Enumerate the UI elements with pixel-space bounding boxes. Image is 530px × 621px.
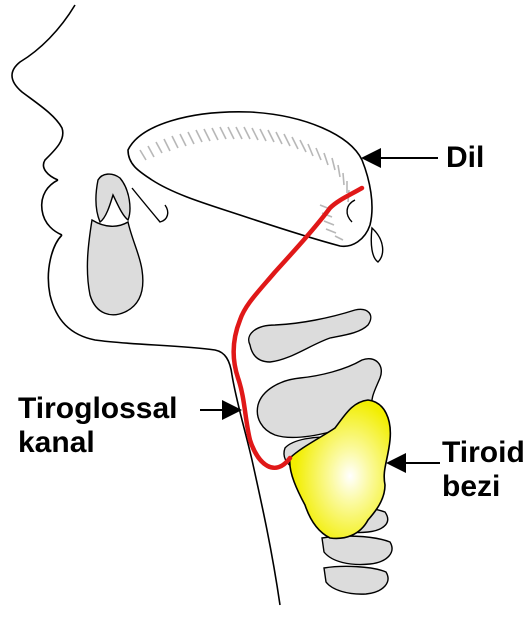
lower-incisor-mandible (87, 220, 142, 315)
thyroglossal-duct-label-line1: Tiroglossal (18, 392, 178, 426)
thyroglossal-duct-label-line2: kanal (18, 426, 178, 460)
upper-incisor (96, 174, 130, 222)
thyroid-gland-label-line1: Tiroid (442, 436, 525, 470)
thyroid-gland-label-line2: bezi (442, 470, 525, 504)
tongue-label: Dil (446, 141, 484, 175)
tracheal-ring-4 (324, 566, 388, 594)
upper-lip-outline (42, 180, 62, 235)
thyroglossal-duct-label: Tiroglossal kanal (18, 392, 178, 460)
face-profile-outline (12, 5, 75, 180)
palate-curve (132, 188, 168, 222)
thyroid-gland-label: Tiroid bezi (442, 436, 525, 504)
epiglottis (371, 228, 382, 262)
tracheal-ring-3 (322, 536, 392, 564)
tongue-body (128, 112, 372, 246)
hyoid-bone (249, 309, 371, 362)
